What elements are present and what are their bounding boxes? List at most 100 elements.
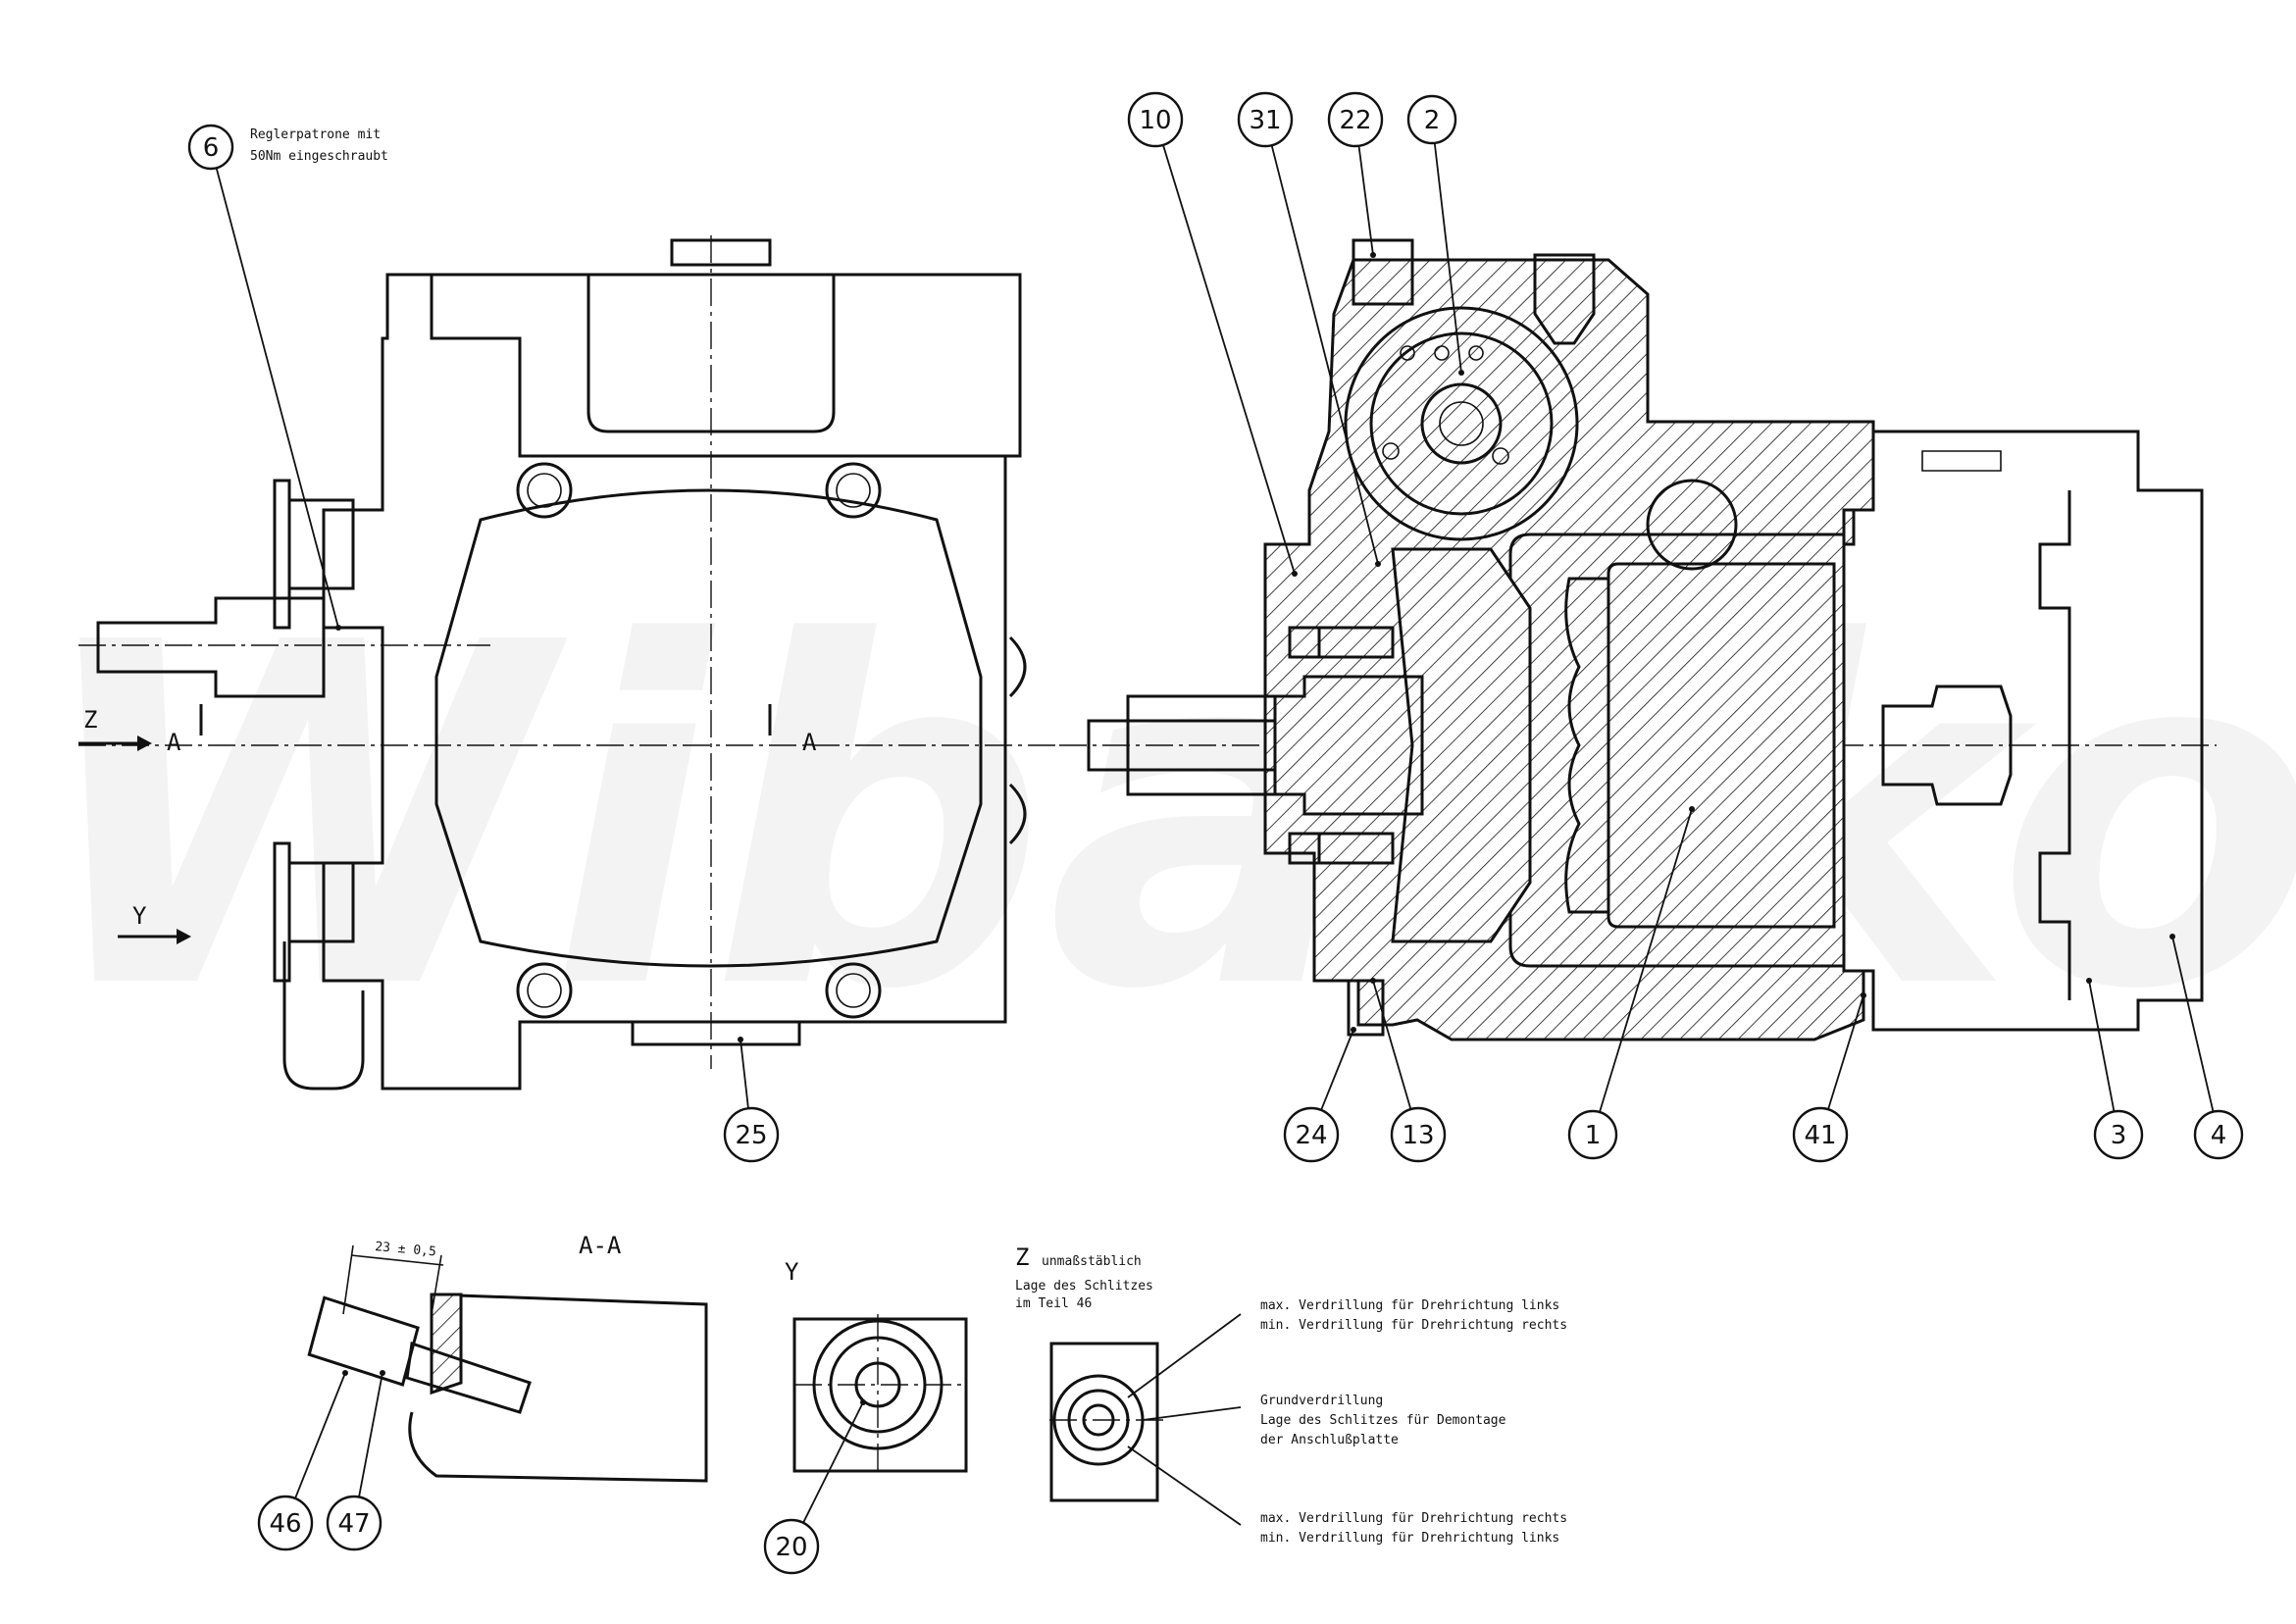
callout-20: 20 <box>763 1399 866 1575</box>
callout-dot <box>1458 370 1464 376</box>
section-a-right: A <box>802 729 817 756</box>
callout-31: 31 <box>1237 91 1381 567</box>
watermark-text: Wibanko <box>29 544 2296 1092</box>
note-max-rechts-2: min. Verdrillung für Drehrichtung links <box>1260 1531 1559 1546</box>
note-regler-1: Reglerpatrone mit <box>250 127 381 142</box>
callout-number: 20 <box>775 1533 807 1562</box>
callout-balloon <box>2093 1109 2144 1160</box>
callout-dot <box>1689 806 1695 812</box>
right-section-view <box>1059 238 2217 1041</box>
callout-number: 31 <box>1249 106 1281 135</box>
callout-number: 46 <box>269 1509 301 1539</box>
callout-balloon <box>1406 94 1457 145</box>
callout-leader <box>1357 145 1374 256</box>
view-z <box>1049 1313 1242 1526</box>
callout-balloon <box>326 1495 383 1551</box>
cover-bolts <box>516 462 882 1019</box>
callout-46: 46 <box>257 1370 348 1551</box>
callout-leader <box>802 1401 864 1524</box>
callout-balloon <box>1567 1109 1618 1160</box>
callout-leader <box>1433 142 1462 374</box>
callout-dot <box>380 1370 385 1376</box>
callout-number: 6 <box>203 133 220 163</box>
callout-leader <box>358 1372 383 1497</box>
note-regler-2: 50Nm eingeschraubt <box>250 149 388 164</box>
callout-balloon <box>1127 91 1184 148</box>
callout-balloon <box>1327 91 1384 148</box>
callout-dot <box>1351 1027 1356 1033</box>
callout-number: 47 <box>337 1509 370 1539</box>
dimension-label: 23 ± 0,5 <box>375 1240 437 1259</box>
z-arrow-label: Z <box>83 706 97 734</box>
view-z-title: Z <box>1015 1243 1029 1271</box>
callout-leader <box>1372 980 1412 1110</box>
view-y-title: Y <box>785 1258 799 1286</box>
callout-24: 24 <box>1283 1027 1356 1163</box>
note-grund-2: Lage des Schlitzes für Demontage <box>1260 1413 1506 1428</box>
callout-number: 4 <box>2211 1121 2227 1150</box>
callout-leader <box>294 1372 346 1499</box>
callout-number: 41 <box>1804 1121 1836 1150</box>
callout-balloon <box>2193 1109 2244 1160</box>
section-a-left: A <box>167 729 181 756</box>
callout-dot <box>2086 978 2092 984</box>
callout-leader <box>1270 144 1379 565</box>
note-grund-1: Grundverdrillung <box>1260 1394 1383 1408</box>
y-arrow-label: Y <box>132 902 147 930</box>
callout-41: 41 <box>1792 992 1866 1163</box>
callout-number: 22 <box>1339 106 1371 135</box>
callout-leader <box>1827 994 1864 1110</box>
callout-balloon <box>763 1518 820 1575</box>
section-a-a <box>307 1244 708 1483</box>
callout-dot <box>1370 978 1376 984</box>
callout-balloon <box>1792 1106 1849 1163</box>
note-grund-3: der Anschlußplatte <box>1260 1433 1399 1447</box>
callout-3: 3 <box>2086 978 2144 1160</box>
callout-number: 24 <box>1295 1121 1327 1150</box>
callout-dot <box>1292 571 1298 577</box>
callout-balloon <box>1283 1106 1340 1163</box>
callout-leader <box>215 168 339 629</box>
note-max-links-1: max. Verdrillung für Drehrichtung links <box>1260 1298 1559 1313</box>
callout-balloon <box>257 1495 314 1551</box>
left-view <box>78 235 1059 1091</box>
callout-dot <box>1861 992 1866 998</box>
callout-dot <box>2169 934 2175 939</box>
callout-number: 1 <box>1585 1121 1602 1150</box>
callout-10: 10 <box>1127 91 1298 577</box>
callout-number: 3 <box>2111 1121 2127 1150</box>
callout-leader <box>740 1039 749 1109</box>
view-y <box>792 1314 968 1476</box>
callout-number: 25 <box>735 1121 767 1150</box>
callout-leader <box>1599 808 1693 1113</box>
note-schlitz-1: Lage des Schlitzes <box>1015 1279 1153 1294</box>
callout-dot <box>738 1037 743 1042</box>
callout-1: 1 <box>1567 806 1695 1160</box>
note-schlitz-2: im Teil 46 <box>1015 1296 1092 1311</box>
callout-leader <box>2088 980 2116 1112</box>
callout-dot <box>1370 252 1376 258</box>
callout-leader <box>1320 1029 1354 1111</box>
callout-6: 6 <box>187 124 341 631</box>
view-z-scale-note: unmaßstäblich <box>1042 1254 1142 1269</box>
callout-leader <box>2171 936 2215 1112</box>
callout-25: 25 <box>723 1037 780 1163</box>
callout-number: 10 <box>1139 106 1171 135</box>
callout-22: 22 <box>1327 91 1384 258</box>
callout-balloon <box>187 124 234 171</box>
callout-4: 4 <box>2169 934 2244 1160</box>
callout-number: 2 <box>1424 106 1441 135</box>
callout-dot <box>860 1399 866 1405</box>
callout-balloon <box>1237 91 1294 148</box>
callout-leader <box>1162 144 1296 575</box>
callout-balloon <box>723 1106 780 1163</box>
callout-number: 13 <box>1402 1121 1434 1150</box>
callout-balloon <box>1390 1106 1447 1163</box>
callout-dot <box>335 625 341 631</box>
section-aa-title: A-A <box>579 1232 622 1259</box>
callout-47: 47 <box>326 1370 385 1551</box>
callout-dot <box>342 1370 348 1376</box>
callout-dot <box>1375 561 1381 567</box>
